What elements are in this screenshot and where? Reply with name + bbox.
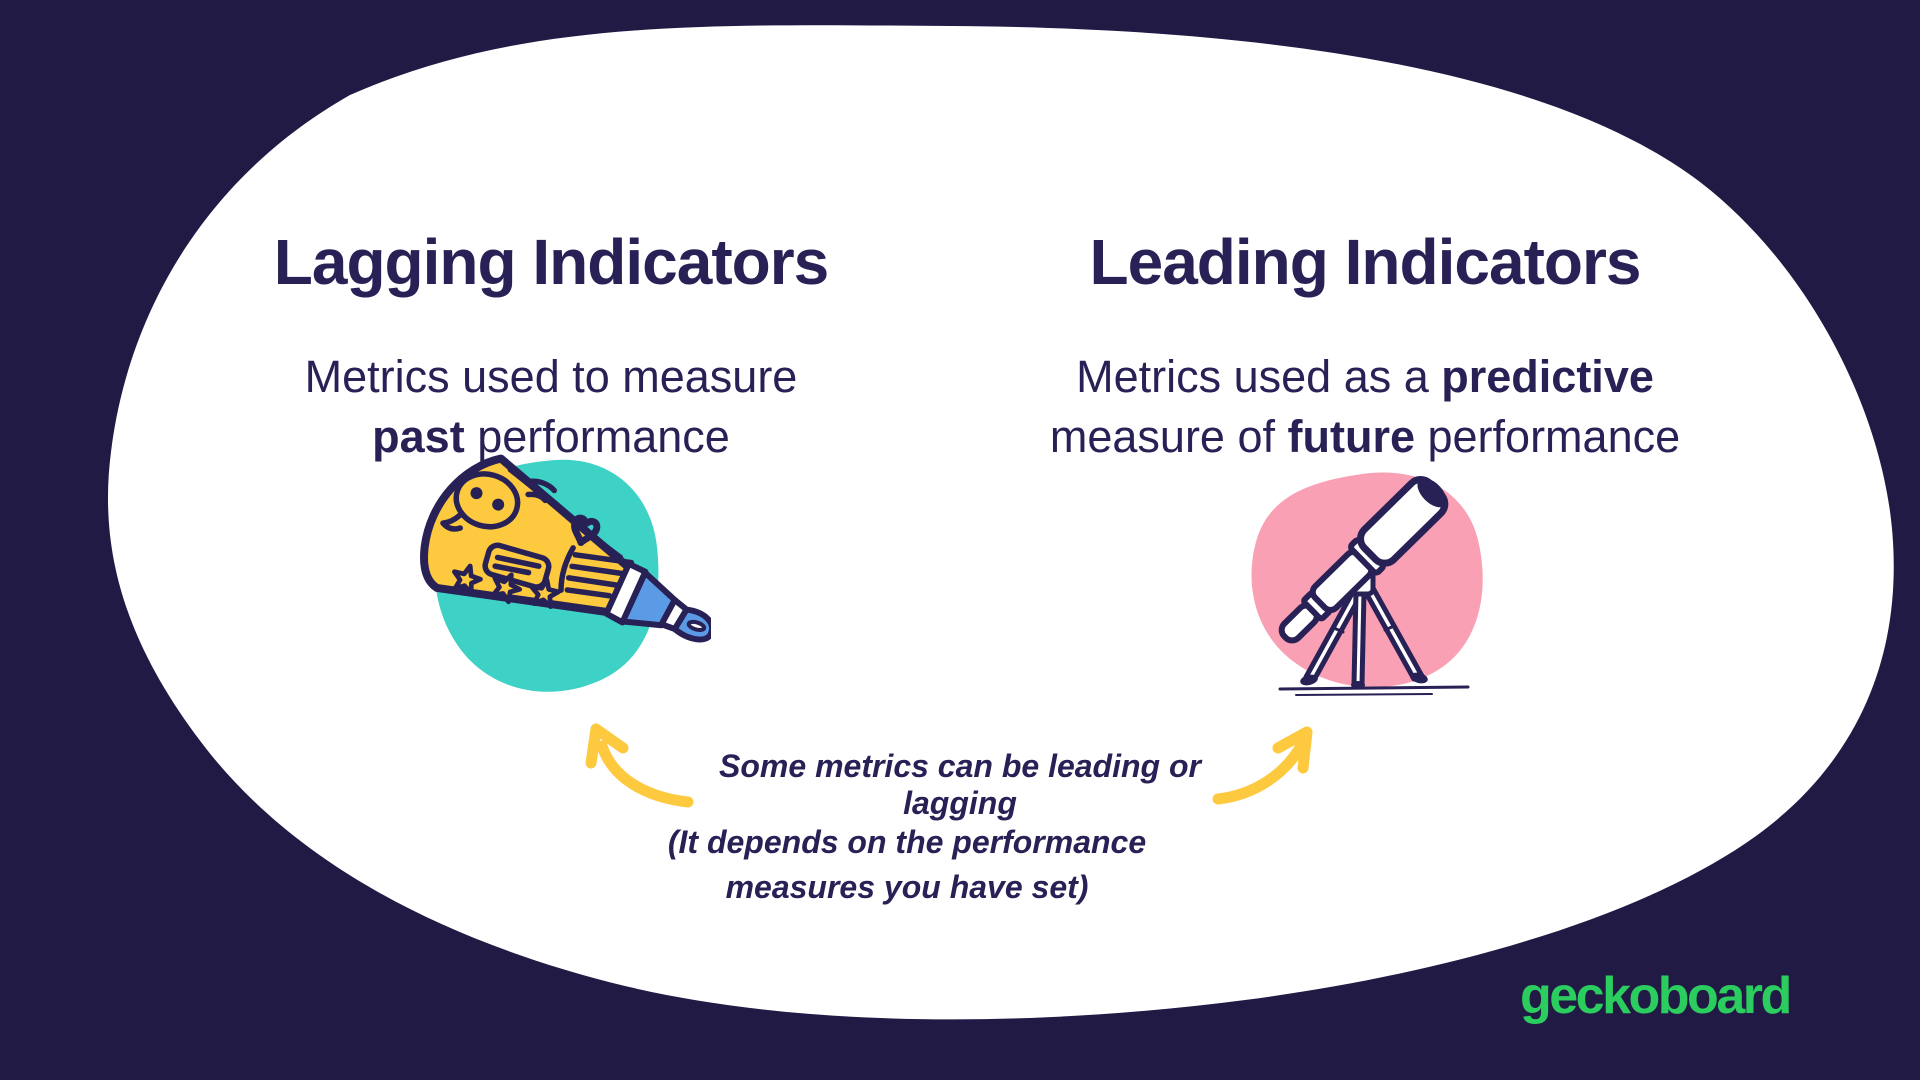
leading-desc-line2-rest: performance [1415, 411, 1681, 462]
leading-desc-line1-pre: Metrics used as a [1076, 351, 1442, 402]
center-note-line3: measures you have set) [725, 869, 1089, 905]
megaphone-icon [405, 452, 711, 702]
center-note-lines23: (It depends on the performance measures y… [607, 820, 1207, 910]
lagging-desc-line2-rest: performance [464, 411, 730, 462]
center-note-line1: Some metrics can be leading or lagging [719, 748, 1201, 821]
leading-desc-line2-pre: measure of [1049, 411, 1288, 462]
geckoboard-logo: geckoboard [1520, 967, 1792, 1025]
leading-desc-line2-bold: future [1287, 411, 1416, 462]
lagging-title: Lagging Indicators [273, 225, 829, 298]
telescope-icon [1222, 448, 1522, 713]
lagging-desc-bold: past [372, 411, 465, 462]
leading-description: Metrics used as a predictive measure of f… [1005, 347, 1725, 467]
lagging-desc-line1: Metrics used to measure [304, 351, 798, 402]
leading-desc-line1-bold: predictive [1441, 351, 1654, 402]
center-note-line2: (It depends on the performance [667, 824, 1147, 860]
leading-title: Leading Indicators [1089, 225, 1642, 298]
lagging-description: Metrics used to measure past performance [191, 347, 911, 467]
